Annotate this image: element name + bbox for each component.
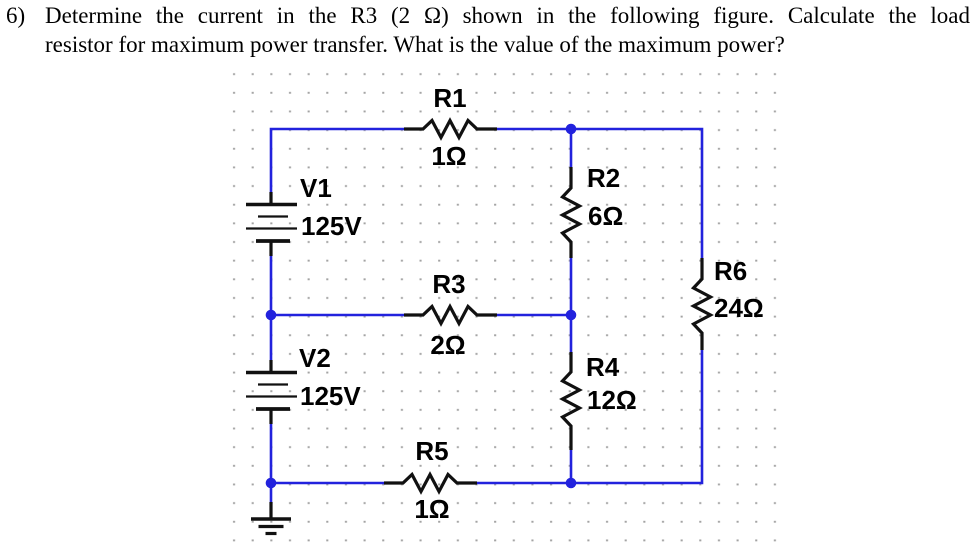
r1-label: R1 xyxy=(433,83,466,113)
wire-bottom-right xyxy=(477,350,704,485)
question-line-2: resistor for maximum power transfer. Wha… xyxy=(45,32,785,57)
r5-label: R5 xyxy=(415,436,448,466)
r2-label: R2 xyxy=(587,163,620,193)
r3-value: 2Ω xyxy=(430,330,465,360)
resistor-r4: R4 12Ω xyxy=(559,352,637,450)
resistor-r2: R2 6Ω xyxy=(559,163,623,258)
v1-value: 125V xyxy=(301,211,362,241)
junction-dot xyxy=(565,309,577,321)
question-line-1: Determine the current in the R3 (2 Ω) sh… xyxy=(45,3,970,28)
r4-value: 12Ω xyxy=(587,385,637,415)
resistor-r5: R5 1Ω xyxy=(384,436,477,524)
r2-value: 6Ω xyxy=(588,201,623,231)
r5-value: 1Ω xyxy=(414,494,449,524)
r6-label: R6 xyxy=(714,256,747,286)
junction-dot xyxy=(565,477,577,489)
question-number: 6) xyxy=(6,3,26,28)
resistor-r6: R6 24Ω xyxy=(690,256,764,350)
junction-dot xyxy=(265,309,277,321)
resistor-r2-zigzag xyxy=(559,167,583,258)
r3-label: R3 xyxy=(432,269,465,299)
v1-label: V1 xyxy=(300,173,332,203)
resistor-r1-zigzag xyxy=(404,117,497,141)
question-body: Determine the current in the R3 (2 Ω) sh… xyxy=(45,1,970,59)
junction-dot xyxy=(265,477,277,489)
battery-v1: V1 125V xyxy=(246,173,362,256)
r1-value: 1Ω xyxy=(431,141,466,171)
resistor-r1: R1 1Ω xyxy=(404,83,497,171)
wires xyxy=(269,127,704,503)
resistor-r3: R3 2Ω xyxy=(404,269,497,360)
junction-dots xyxy=(265,123,577,489)
r6-value: 24Ω xyxy=(714,293,764,323)
resistor-r3-zigzag xyxy=(404,303,497,327)
r4-label: R4 xyxy=(586,352,620,382)
resistor-r5-zigzag xyxy=(384,471,477,495)
junction-dot xyxy=(565,123,577,135)
resistor-r4-zigzag xyxy=(559,352,583,450)
battery-v2: V2 125V xyxy=(246,343,361,424)
wire-top-left xyxy=(269,127,404,192)
v2-label: V2 xyxy=(299,343,331,373)
v2-value: 125V xyxy=(300,381,361,411)
ground-icon xyxy=(251,502,291,536)
question-text: 6) Determine the current in the R3 (2 Ω)… xyxy=(6,1,970,59)
resistor-r6-zigzag xyxy=(690,258,714,350)
wire-top-right xyxy=(497,127,704,258)
